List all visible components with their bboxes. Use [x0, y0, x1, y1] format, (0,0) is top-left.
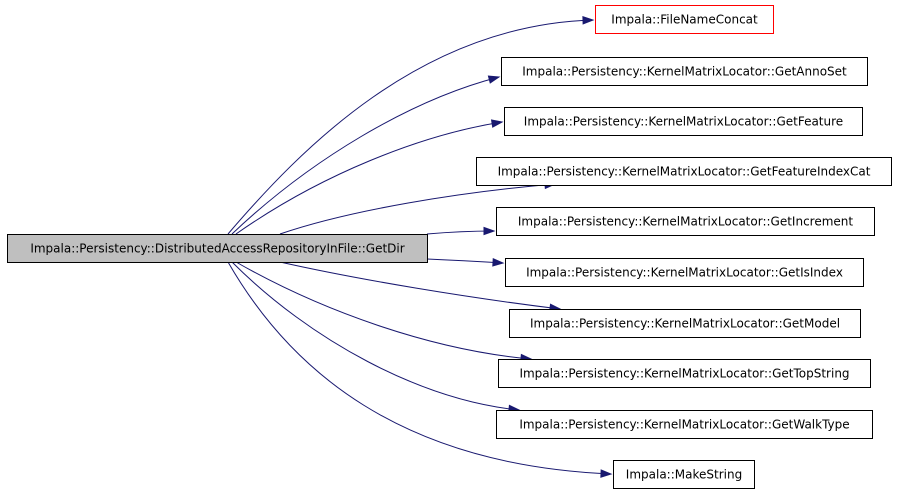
edge-getincrement [426, 226, 496, 236]
edge-getisindex [426, 258, 505, 267]
target-node-makestring-box [613, 460, 755, 489]
target-node-getincrement[interactable]: Impala::Persistency::KernelMatrixLocator… [496, 207, 875, 236]
target-node-getincrement-label: Impala::Persistency::KernelMatrixLocator… [518, 215, 854, 229]
edge-line [235, 121, 503, 235]
edge-getfeature [235, 119, 504, 235]
target-node-getisindex-box [505, 258, 864, 287]
edge-line [227, 261, 612, 475]
target-node-filenameconcat[interactable]: Impala::FileNameConcat [595, 5, 774, 34]
target-node-getannoset[interactable]: Impala::Persistency::KernelMatrixLocator… [501, 57, 868, 86]
target-node-getmodel-label: Impala::Persistency::KernelMatrixLocator… [530, 317, 840, 331]
arrow-head-icon [600, 469, 613, 478]
source-node-box [7, 234, 428, 263]
arrow-head-icon [582, 15, 595, 25]
target-node-getwalktype-box [496, 410, 873, 439]
edge-line [231, 261, 520, 411]
target-node-getwalktype[interactable]: Impala::Persistency::KernelMatrixLocator… [496, 410, 873, 439]
edge-line [227, 19, 594, 235]
target-node-filenameconcat-box [595, 5, 774, 34]
target-node-gettopstring-label: Impala::Persistency::KernelMatrixLocator… [519, 367, 849, 381]
target-node-getincrement-box [496, 207, 875, 236]
arrow-head-icon [492, 258, 505, 267]
arrow-head-icon [490, 119, 504, 128]
target-node-getannoset-label: Impala::Persistency::KernelMatrixLocator… [522, 65, 847, 79]
edge-getannoset [231, 75, 501, 235]
target-node-getisindex-label: Impala::Persistency::KernelMatrixLocator… [526, 266, 843, 280]
target-node-getfeatureindexcat[interactable]: Impala::Persistency::KernelMatrixLocator… [476, 157, 892, 186]
edge-filenameconcat [227, 15, 595, 235]
call-nodes: Impala::Persistency::DistributedAccessRe… [7, 5, 892, 489]
arrow-head-icon [483, 226, 496, 236]
target-node-getwalktype-label: Impala::Persistency::KernelMatrixLocator… [519, 418, 849, 432]
target-node-gettopstring[interactable]: Impala::Persistency::KernelMatrixLocator… [498, 359, 871, 388]
target-node-gettopstring-box [498, 359, 871, 388]
target-node-getfeature[interactable]: Impala::Persistency::KernelMatrixLocator… [504, 107, 863, 136]
arrow-head-icon [487, 75, 501, 84]
source-node-label: Impala::Persistency::DistributedAccessRe… [30, 242, 404, 256]
edge-line [279, 261, 561, 310]
target-node-getfeature-box [504, 107, 863, 136]
target-node-getannoset-box [501, 57, 868, 86]
source-node[interactable]: Impala::Persistency::DistributedAccessRe… [7, 234, 428, 263]
edge-line [426, 258, 504, 264]
target-node-filenameconcat-label: Impala::FileNameConcat [611, 13, 758, 27]
target-node-getfeatureindexcat-label: Impala::Persistency::KernelMatrixLocator… [498, 165, 871, 179]
edge-line [235, 261, 532, 360]
target-node-getmodel[interactable]: Impala::Persistency::KernelMatrixLocator… [509, 309, 861, 338]
edge-gettopstring [235, 261, 533, 363]
target-node-getfeature-label: Impala::Persistency::KernelMatrixLocator… [524, 115, 843, 129]
target-node-getisindex[interactable]: Impala::Persistency::KernelMatrixLocator… [505, 258, 864, 287]
target-node-makestring[interactable]: Impala::MakeString [613, 460, 755, 489]
edge-getwalktype [231, 261, 521, 414]
edge-makestring [227, 261, 613, 478]
target-node-makestring-label: Impala::MakeString [626, 468, 742, 482]
target-node-getmodel-box [509, 309, 861, 338]
edge-line [231, 76, 500, 235]
target-node-getfeatureindexcat-box [476, 157, 892, 186]
edge-line [279, 183, 556, 235]
